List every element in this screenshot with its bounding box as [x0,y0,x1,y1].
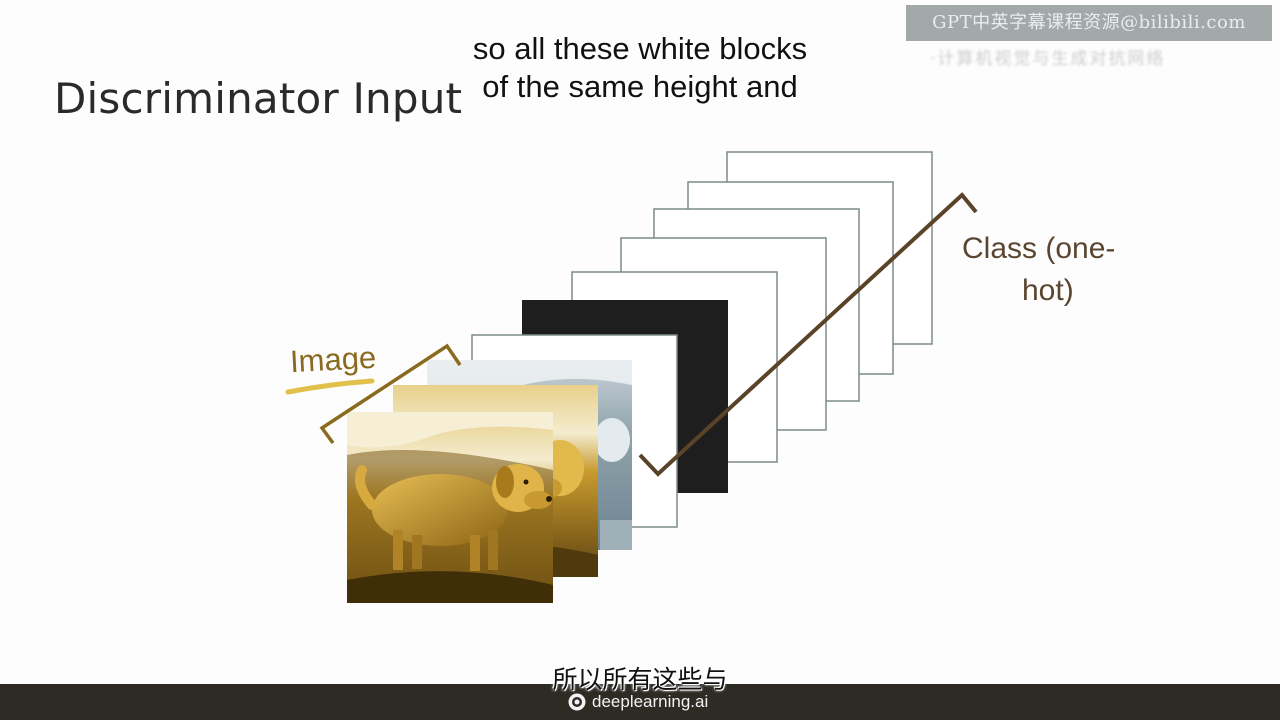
deeplearning-logo-icon [568,693,586,711]
class-bracket [638,192,978,477]
watermark-banner: GPT中英字幕课程资源@bilibili.com [906,5,1272,41]
english-subtitle-line2: of the same height and [482,69,798,104]
image-label: Image [289,339,378,380]
chinese-subtitle: 所以所有这些与 [552,665,728,694]
slide-title: Discriminator Input [54,74,463,123]
footer-bar [0,684,1280,720]
image-bracket [319,343,462,445]
slide: Discriminator Input Class (one- hot) Ima… [54,5,1272,603]
class-one-hot-label: Class (one- hot) [962,228,1162,312]
class-label-line2: hot) [1022,274,1074,307]
brand: deeplearning.ai [568,690,708,714]
image-label-underline [285,378,375,395]
english-subtitle: so all these white blocks of the same he… [420,30,860,106]
english-subtitle-line1: so all these white blocks [472,31,808,66]
image-channel-gold-front [347,412,553,603]
dog-body [372,474,508,546]
brand-name: deeplearning.ai [592,692,709,711]
class-label-line1: Class (one- [962,232,1116,265]
watermark-subtext: ·计算机视觉与生成对抗网络 [930,49,1166,69]
discriminator-input-diagram [285,151,978,603]
